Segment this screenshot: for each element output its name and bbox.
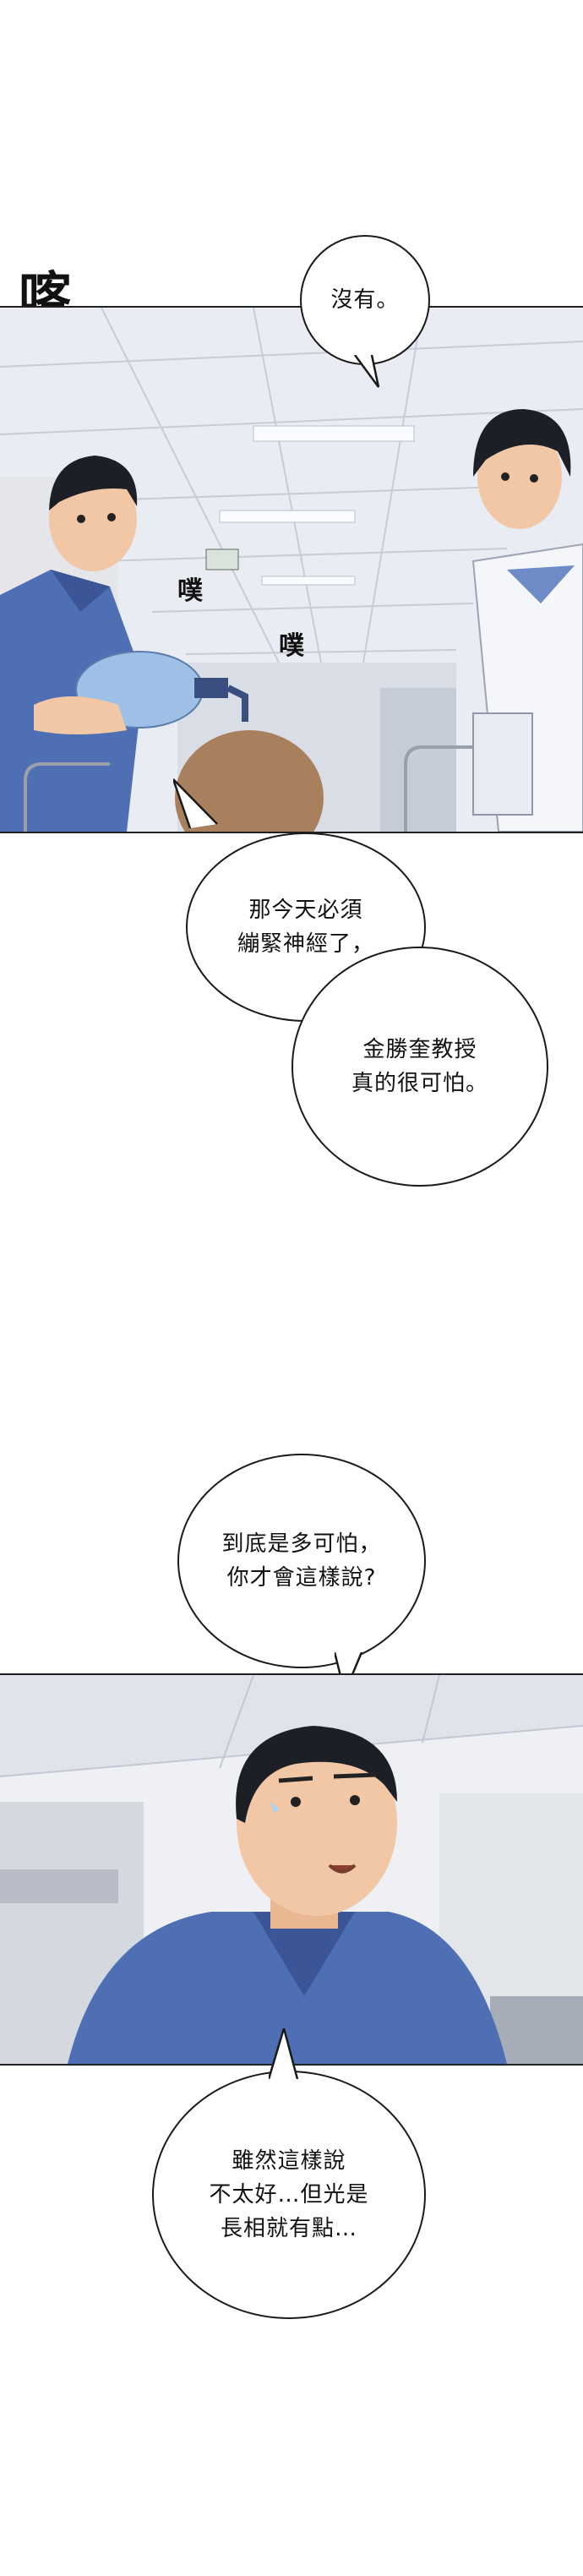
- hallway-scene: [0, 308, 583, 832]
- speech-bubble-scary-professor: 金勝奎教授 真的很可怕。: [292, 947, 548, 1187]
- sfx-puff-1: 噗: [177, 576, 203, 606]
- speech-tail-1: [353, 355, 380, 388]
- panel-hallway: 噗 噗: [0, 306, 583, 833]
- sfx-puff-2: 噗: [279, 631, 304, 661]
- speech-bubble-no: 沒有。: [300, 235, 430, 365]
- doctor-closeup-scene: [0, 1675, 583, 2064]
- speech-tail-2: [173, 778, 218, 828]
- panel-doctor-closeup: [0, 1673, 583, 2066]
- speech-bubble-looks: 雖然這樣說 不太好…但光是 長相就有點…: [152, 2071, 426, 2319]
- speech-bubble-how-scary: 到底是多可怕， 你才會這樣說?: [177, 1454, 426, 1668]
- speech-tail-5: [269, 2028, 299, 2079]
